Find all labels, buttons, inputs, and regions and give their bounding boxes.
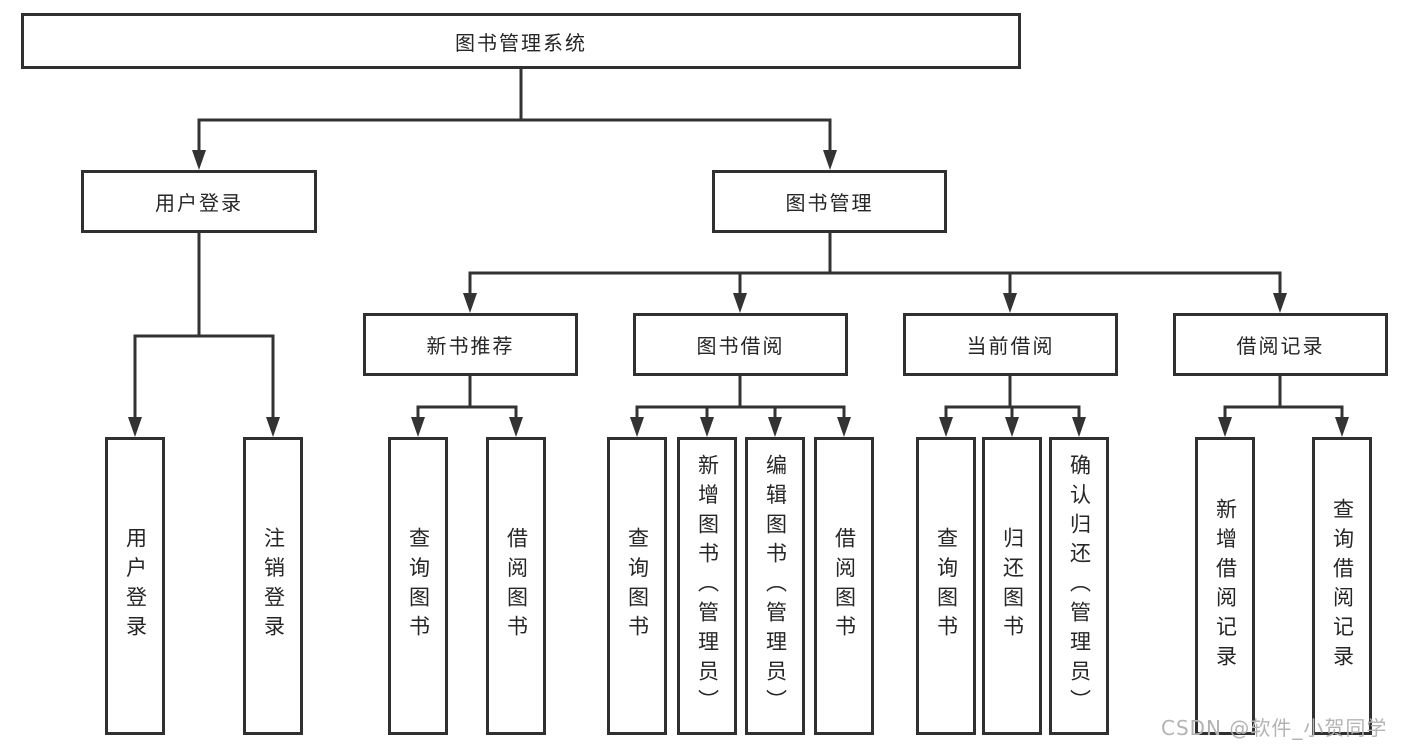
arrow-icon [1072,417,1086,437]
arrow-icon [939,417,953,437]
arrowheads [128,150,1349,437]
arrow-icon [823,150,837,170]
arrow-icon [128,417,142,437]
leaf-add-borrow-record-label: 新增借阅记录 [1213,497,1238,675]
node-book-borrow: 图书借阅 [633,313,848,376]
leaf-query-books-recommend: 查询图书 [388,437,448,735]
csdn-watermark: CSDN @软件_小贺同学 [1161,716,1388,740]
arrow-icon [266,417,280,437]
leaf-query-books-borrow: 查询图书 [607,437,667,735]
node-user-login: 用户登录 [81,170,317,233]
node-book-management-label: 图书管理 [785,191,874,215]
node-current-borrow-label: 当前借阅 [966,334,1055,358]
connector-book-borrow-branch [635,376,846,420]
leaf-confirm-return-admin-label: 确认归还（管理员） [1067,453,1092,719]
connector-root-to-level2 [197,68,832,152]
node-new-book-recommend: 新书推荐 [363,313,578,376]
node-current-borrow: 当前借阅 [903,313,1118,376]
leaf-logout: 注销登录 [243,437,303,735]
arrow-icon [733,293,747,313]
leaf-user-login: 用户登录 [105,437,165,735]
node-book-management: 图书管理 [712,170,947,233]
arrow-icon [837,417,851,437]
leaf-query-books-borrow-label: 查询图书 [625,527,650,645]
arrow-icon [1003,293,1017,313]
leaf-query-borrow-record-label: 查询借阅记录 [1330,497,1355,675]
leaf-edit-books-admin-label: 编辑图书（管理员） [763,453,788,719]
node-user-login-label: 用户登录 [155,191,243,215]
arrow-icon [192,150,206,170]
leaf-edit-books-admin: 编辑图书（管理员） [745,437,805,735]
leaf-query-books-recommend-label: 查询图书 [406,527,431,645]
node-book-borrow-label: 图书借阅 [696,334,785,358]
leaf-confirm-return-admin: 确认归还（管理员） [1049,437,1109,735]
leaf-return-books-label: 归还图书 [1000,527,1025,645]
leaf-logout-label: 注销登录 [261,527,286,645]
connector-borrow-records-branch [1223,376,1344,420]
leaf-borrow-books-label: 借阅图书 [832,527,857,645]
leaf-borrow-books-recommend-label: 借阅图书 [504,527,529,645]
leaf-return-books: 归还图书 [982,437,1042,735]
connector-user-login-branch [133,233,275,420]
leaf-borrow-books-recommend: 借阅图书 [486,437,546,735]
node-borrow-records-label: 借阅记录 [1236,334,1325,358]
leaf-borrow-books: 借阅图书 [814,437,874,735]
node-borrow-records: 借阅记录 [1173,313,1388,376]
node-root-system: 图书管理系统 [21,13,1021,69]
node-root-label: 图书管理系统 [455,30,587,55]
arrow-icon [700,417,714,437]
leaf-add-borrow-record: 新增借阅记录 [1195,437,1255,735]
leaf-add-books-admin-label: 新增图书（管理员） [695,453,720,719]
leaf-query-books-current: 查询图书 [916,437,976,735]
arrow-icon [1218,417,1232,437]
arrow-icon [509,417,523,437]
leaf-user-login-label: 用户登录 [123,527,148,645]
connector-book-mgmt-branch [468,233,1282,296]
arrow-icon [630,417,644,437]
arrow-icon [463,293,477,313]
connector-current-borrow-branch [944,376,1081,420]
node-new-book-recommend-label: 新书推荐 [426,334,515,358]
arrow-icon [411,417,425,437]
arrow-icon [1273,293,1287,313]
connector-new-book-branch [416,376,518,420]
arrow-icon [1335,417,1349,437]
arrow-icon [768,417,782,437]
arrow-icon [1005,417,1019,437]
leaf-add-books-admin: 新增图书（管理员） [677,437,737,735]
leaf-query-borrow-record: 查询借阅记录 [1312,437,1372,735]
leaf-query-books-current-label: 查询图书 [934,527,959,645]
